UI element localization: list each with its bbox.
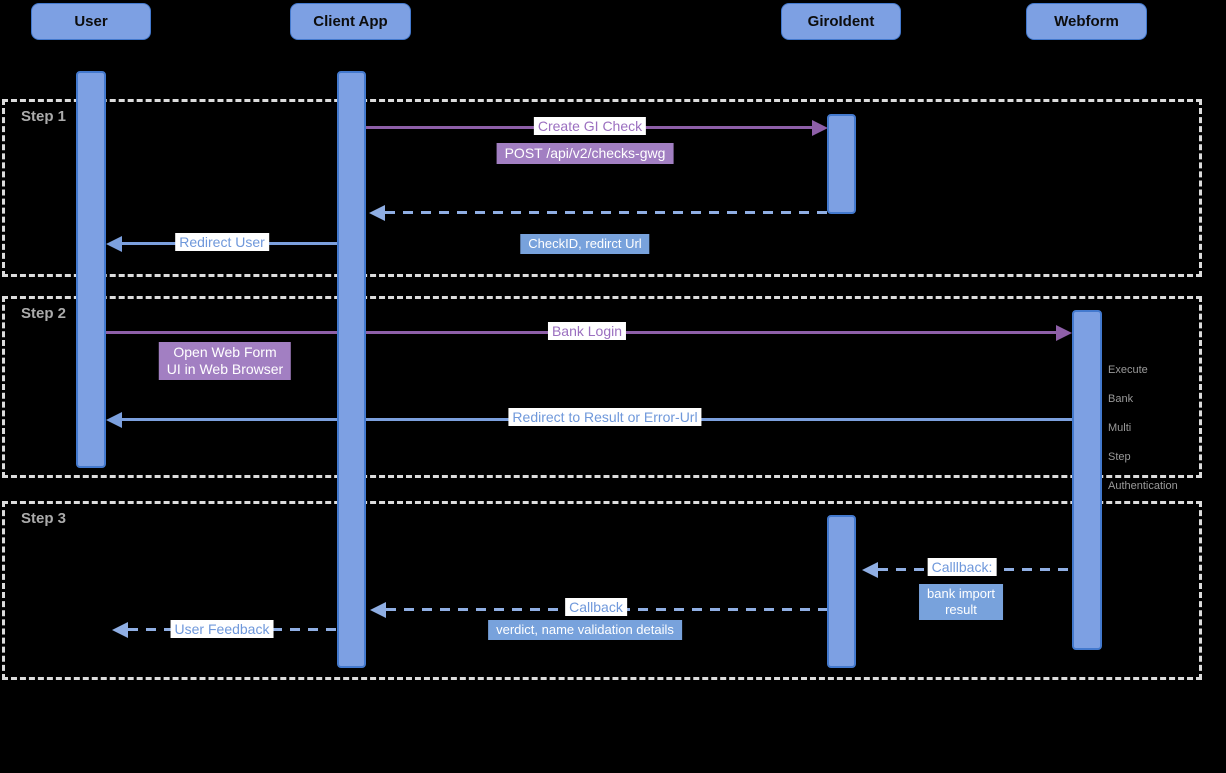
label-redirect-result: Redirect to Result or Error-Url <box>508 408 702 426</box>
label-redirect-user: Redirect User <box>175 233 269 251</box>
actor-giroident: GiroIdent <box>781 3 901 40</box>
actor-user: User <box>31 3 151 40</box>
label-calllback: Calllback: <box>927 558 997 576</box>
webform-note-line: Multi <box>1108 421 1132 434</box>
line-checkid-return <box>385 211 827 214</box>
webform-note-line: Execute <box>1108 363 1148 376</box>
label-open-web-form: Open Web Form UI in Web Browser <box>158 342 292 380</box>
arrowhead-left-icon <box>862 562 878 578</box>
arrowhead-left-icon <box>106 236 122 252</box>
arrowhead-left-icon <box>369 205 385 221</box>
lifeline-giroident-1 <box>827 114 856 214</box>
label-bank-import-line1: bank import <box>927 586 995 601</box>
arrowhead-left-icon <box>106 412 122 428</box>
arrowhead-left-icon <box>112 622 128 638</box>
frame-step-3-label: Step 3 <box>21 510 67 527</box>
actor-webform: Webform <box>1026 3 1147 40</box>
frame-step-2: Step 2 <box>2 296 1202 478</box>
webform-note: Execute Bank Multi Step Authentication <box>1108 348 1178 508</box>
webform-note-line: Bank <box>1108 392 1134 405</box>
label-bank-import: bank import result <box>919 584 1003 620</box>
arrowhead-left-icon <box>370 602 386 618</box>
lifeline-giroident-2 <box>827 515 856 668</box>
webform-note-line: Step <box>1108 450 1131 463</box>
label-checkid-redirect: CheckID, redirct Url <box>520 234 650 254</box>
frame-step-1-label: Step 1 <box>21 108 67 125</box>
frame-step-2-label: Step 2 <box>21 305 67 322</box>
label-open-web-form-line2: UI in Web Browser <box>166 361 284 377</box>
label-create-gi-check: Create GI Check <box>533 117 647 135</box>
label-post-api: POST /api/v2/checks-gwg <box>496 143 674 164</box>
label-open-web-form-line1: Open Web Form <box>173 344 277 360</box>
actor-client-app: Client App <box>290 3 411 40</box>
label-bank-login: Bank Login <box>547 322 627 340</box>
arrowhead-right-icon <box>1056 325 1072 341</box>
arrowhead-right-icon <box>812 120 828 136</box>
label-verdict: verdict, name validation details <box>488 620 682 640</box>
label-bank-import-line2: result <box>945 602 977 617</box>
frame-step-3: Step 3 <box>2 501 1202 680</box>
lifeline-webform <box>1072 310 1102 650</box>
label-callback: Callback <box>565 598 627 616</box>
label-user-feedback: User Feedback <box>170 620 274 638</box>
frame-step-1: Step 1 <box>2 99 1202 277</box>
lifeline-user <box>76 71 106 468</box>
lifeline-client-app <box>337 71 366 668</box>
webform-note-line: Authentication <box>1108 479 1178 492</box>
